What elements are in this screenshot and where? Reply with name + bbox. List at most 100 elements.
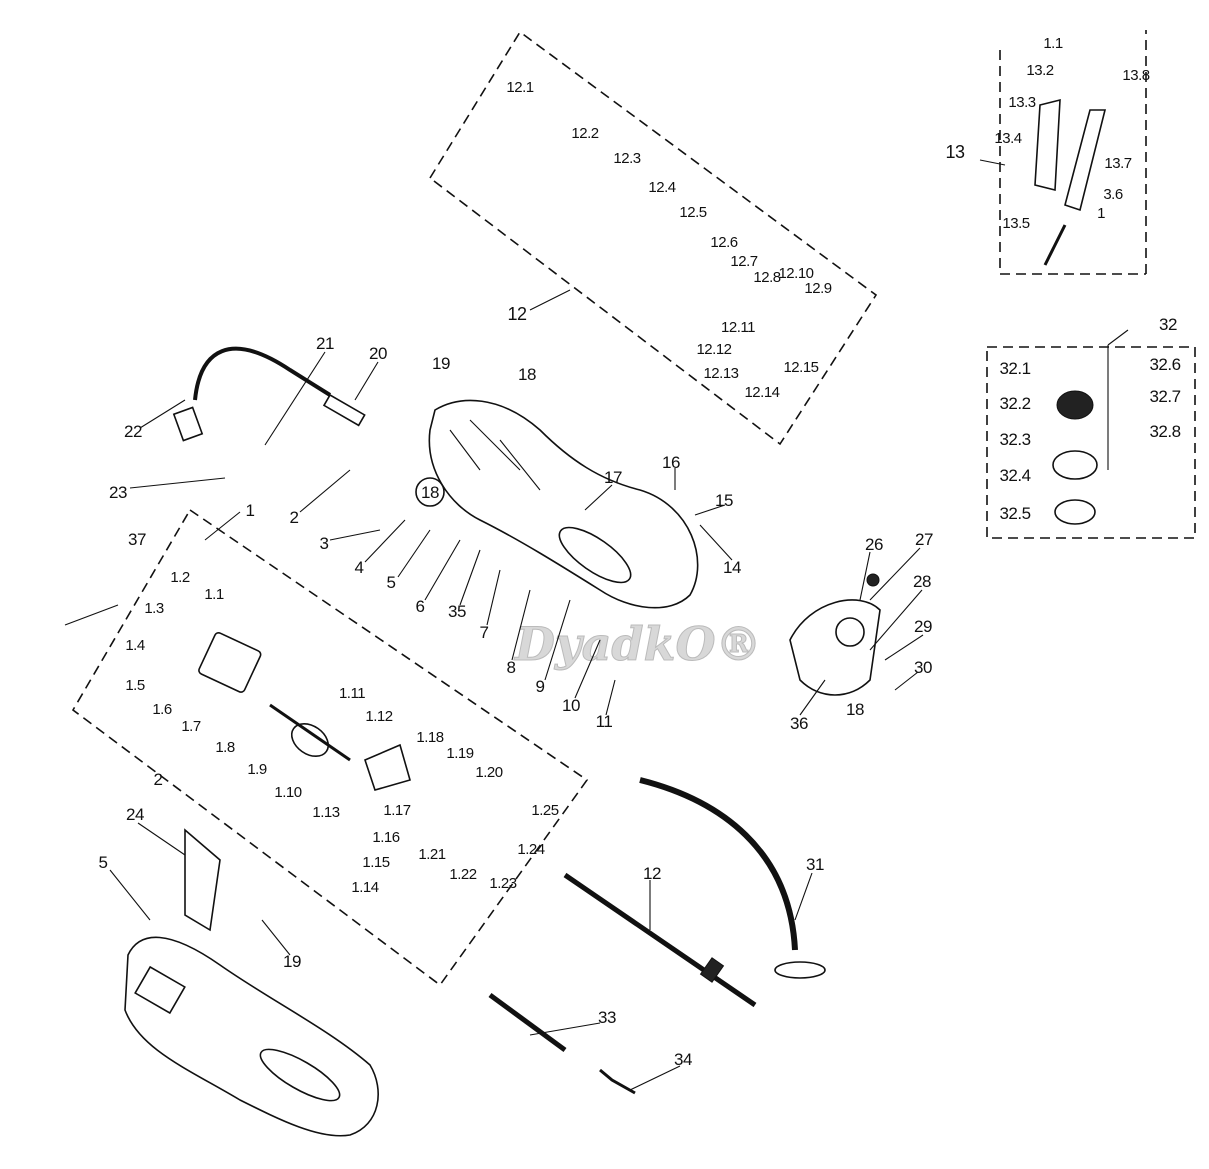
allen-key — [599, 1068, 636, 1095]
lower-handle-housing — [124, 936, 379, 1137]
label: 1.17 — [383, 802, 410, 819]
label: 29 — [914, 617, 932, 636]
motor-labels: 1.2 1.1 1.3 1.4 1.5 1.6 1.7 1.8 1.9 1.10… — [125, 569, 559, 896]
group-12-labels: 12.1 12.2 12.3 12.4 12.5 12.6 12.7 12.8 … — [506, 79, 832, 401]
label: 9 — [536, 677, 545, 696]
label: 32 — [1159, 315, 1177, 334]
group-12-box — [428, 30, 878, 446]
label: 37 — [128, 530, 146, 549]
label: 27 — [915, 530, 933, 549]
group-32-labels: 32 32.1 32.6 32.2 32.7 32.3 32.8 32.4 32… — [999, 315, 1181, 523]
label: 13.3 — [1008, 94, 1035, 111]
label: 5 — [99, 853, 108, 872]
label: 13.4 — [994, 130, 1021, 147]
label: 1.9 — [247, 761, 267, 778]
label: 19 — [283, 952, 301, 971]
label: 1.21 — [418, 846, 445, 863]
label: 1 — [246, 501, 255, 520]
label: 34 — [674, 1050, 692, 1069]
label: 12.13 — [703, 365, 738, 382]
label: 1.5 — [125, 677, 145, 694]
label: 13.8 — [1122, 67, 1149, 84]
label: 1.24 — [517, 841, 544, 858]
label: 1.1 — [204, 586, 224, 603]
motor-parts — [198, 632, 411, 791]
label: 14 — [723, 558, 741, 577]
label: 22 — [124, 422, 142, 441]
label: 32.2 — [999, 394, 1030, 413]
label: 1.11 — [339, 685, 365, 702]
label: 13 — [945, 142, 965, 162]
label: 12 — [643, 864, 661, 883]
label: 13.7 — [1104, 155, 1131, 172]
label: 30 — [914, 658, 932, 677]
label: 32.5 — [999, 504, 1030, 523]
label: 18 — [518, 365, 536, 384]
label: 32.3 — [999, 430, 1030, 449]
watermark: DyadkO® — [513, 617, 762, 671]
label: 32.1 — [999, 359, 1030, 378]
label: 6 — [416, 597, 425, 616]
label: 12.7 — [730, 253, 757, 270]
label: 12.12 — [696, 341, 731, 358]
label: 3.6 — [1103, 186, 1123, 203]
label: 20 — [369, 344, 387, 363]
label: 12.3 — [613, 150, 640, 167]
label: 1.15 — [362, 854, 389, 871]
label: 12.2 — [571, 125, 598, 142]
label: 12.4 — [648, 179, 675, 196]
label: 12.8 — [753, 269, 780, 286]
bottom-labels: 24 5 19 12 31 33 34 — [99, 805, 825, 1069]
shaft-assembly — [488, 872, 757, 1053]
label: 32.8 — [1149, 422, 1180, 441]
label: 1.16 — [372, 829, 399, 846]
label: 32.7 — [1149, 387, 1180, 406]
group-13-labels: 13 1.1 13.2 13.8 13.3 13.4 13.7 3.6 1 13… — [945, 35, 1150, 232]
label: 26 — [865, 535, 883, 554]
label: 1.22 — [449, 866, 476, 883]
label: 35 — [448, 602, 466, 621]
label: 32.4 — [999, 466, 1030, 485]
label: 12 — [507, 304, 527, 324]
label: 12.14 — [744, 384, 779, 401]
label: 1.12 — [365, 708, 392, 725]
label: 13.5 — [1002, 215, 1029, 232]
label: 1.3 — [144, 600, 164, 617]
label: 1.7 — [181, 718, 201, 735]
label: 1.25 — [531, 802, 558, 819]
label: 33 — [598, 1008, 616, 1027]
label: 12.10 — [778, 265, 813, 282]
label: 12.5 — [679, 204, 706, 221]
label: 1.8 — [215, 739, 235, 756]
label: 7 — [480, 623, 489, 642]
label: 12.9 — [804, 280, 831, 297]
label: 1.1 — [1043, 35, 1063, 52]
label-circle — [415, 477, 445, 507]
group-32-parts — [1052, 345, 1109, 525]
label: 1.18 — [416, 729, 443, 746]
group-13-box — [999, 30, 1147, 275]
label: 1.4 — [125, 637, 145, 654]
label: 12.15 — [783, 359, 818, 376]
bent-tube — [639, 777, 826, 979]
label: 1.2 — [170, 569, 190, 586]
label: 12.1 — [506, 79, 533, 96]
guard — [789, 573, 881, 696]
label: 1.10 — [274, 784, 301, 801]
label: 4 — [355, 558, 364, 577]
label: 16 — [662, 453, 680, 472]
part-24-cover — [184, 828, 221, 932]
label: 23 — [109, 483, 127, 502]
label: 1.23 — [489, 875, 516, 892]
label: 5 — [387, 573, 396, 592]
label: 13.2 — [1026, 62, 1053, 79]
label: 32.6 — [1149, 355, 1180, 374]
label: 1 — [1097, 205, 1105, 222]
upper-housing-half — [428, 399, 699, 609]
group-1-motor-box — [71, 508, 589, 987]
label: 3 — [320, 534, 329, 553]
power-cable — [172, 346, 366, 442]
label: 19 — [432, 354, 450, 373]
